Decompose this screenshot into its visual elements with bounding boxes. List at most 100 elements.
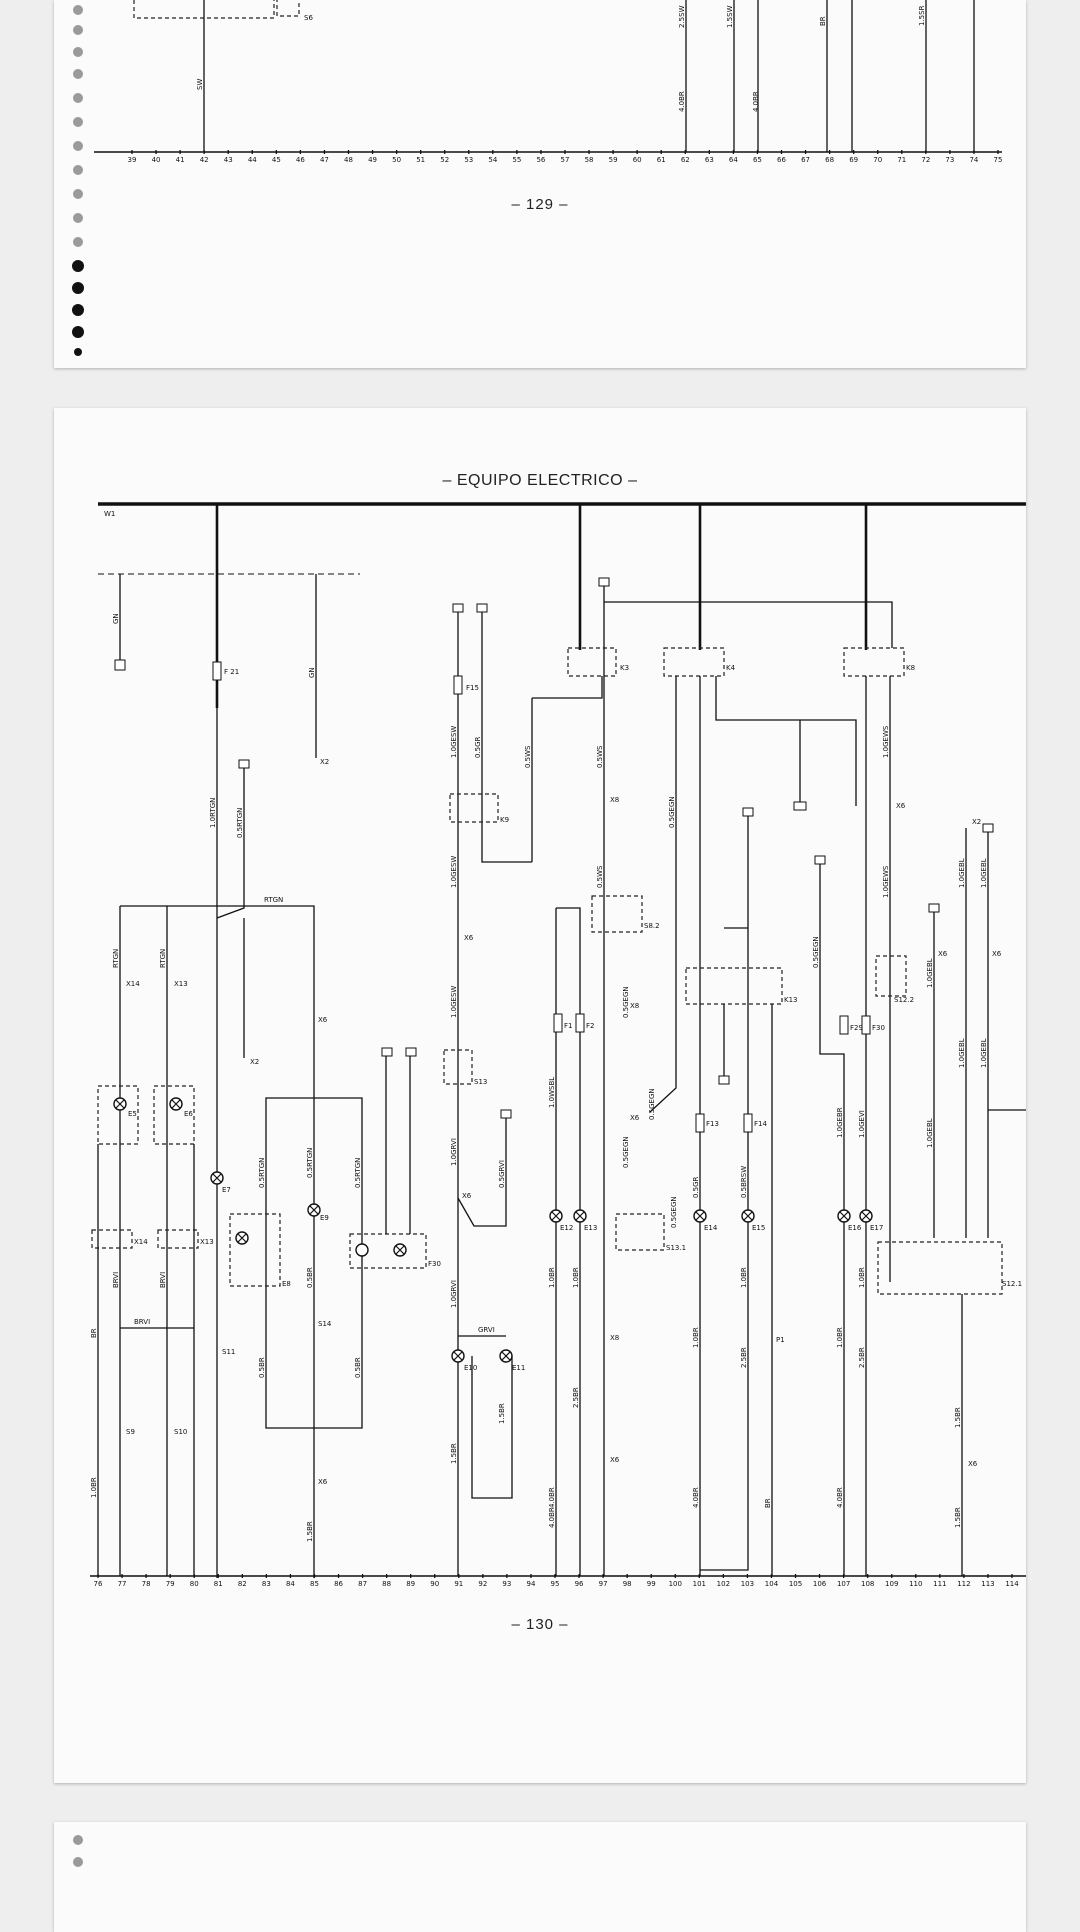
svg-text:F30: F30 [428,1260,441,1268]
svg-text:K4: K4 [726,664,736,672]
terminal-number: 83 [262,1580,271,1588]
terminal-number: 74 [969,156,978,164]
svg-text:0.5WS: 0.5WS [596,745,604,768]
svg-text:0.5GEGN: 0.5GEGN [648,1088,656,1120]
svg-text:X6: X6 [610,1456,620,1464]
svg-text:E11: E11 [512,1364,525,1372]
svg-text:X2: X2 [320,758,329,766]
terminal-number: 41 [176,156,185,164]
svg-text:0.5BR: 0.5BR [354,1357,362,1378]
svg-text:GRVI: GRVI [478,1326,495,1334]
svg-text:X6: X6 [462,1192,472,1200]
terminal-number: 98 [623,1580,632,1588]
svg-text:SW: SW [196,79,204,90]
terminal-number: 91 [454,1580,463,1588]
terminal-number: 53 [464,156,473,164]
terminal-number: 84 [286,1580,295,1588]
svg-text:1.0GESW: 1.0GESW [450,726,458,758]
terminal-number: 64 [729,156,738,164]
svg-text:RTGN: RTGN [159,949,167,968]
terminal-number: 102 [717,1580,730,1588]
svg-text:0.5GR: 0.5GR [474,736,482,758]
svg-text:0.5WS: 0.5WS [524,745,532,768]
svg-text:4.0BR: 4.0BR [548,1507,556,1528]
svg-text:S12.1: S12.1 [1002,1280,1022,1288]
svg-text:4.0BR: 4.0BR [678,91,686,112]
svg-text:BRVI: BRVI [112,1272,120,1288]
svg-text:BRVI: BRVI [134,1318,150,1326]
svg-text:0.5RTGN: 0.5RTGN [258,1158,266,1188]
svg-text:1.0BR: 1.0BR [836,1327,844,1348]
svg-text:E16: E16 [848,1224,862,1232]
svg-text:4.0BR: 4.0BR [836,1487,844,1508]
terminal-number: 51 [416,156,425,164]
wiring-diagram: W1 GN F 21 1.0RTGN GN X2 0.5RTGN RTGN RT… [90,502,1026,1588]
svg-text:K13: K13 [784,996,798,1004]
svg-text:1.0RTGN: 1.0RTGN [209,798,217,828]
page-header: – EQUIPO ELECTRICO – [442,472,638,489]
svg-text:GN: GN [112,613,120,624]
label-s6: S6 [304,14,313,22]
svg-text:S11: S11 [222,1348,235,1356]
svg-text:1.5BR: 1.5BR [498,1403,506,1424]
svg-text:1.0BR: 1.0BR [692,1327,700,1348]
svg-text:E7: E7 [222,1186,231,1194]
terminal-number: 88 [382,1580,391,1588]
terminal-number: 81 [214,1580,223,1588]
svg-text:BR: BR [90,1328,98,1338]
terminal-number: 46 [296,156,305,164]
svg-text:1.0GEWS: 1.0GEWS [882,865,890,898]
svg-text:0.5GR: 0.5GR [692,1176,700,1198]
svg-text:X6: X6 [464,934,474,942]
svg-text:1.0BR: 1.0BR [548,1267,556,1288]
terminal-number: 50 [392,156,401,164]
terminal-number: 72 [921,156,930,164]
page-number: – 129 – [511,196,569,213]
svg-text:1.0WSBL: 1.0WSBL [548,1077,556,1108]
document-page-next [54,1822,1026,1932]
terminal-number: 94 [526,1580,535,1588]
terminal-number: 93 [502,1580,511,1588]
svg-text:0.5BR: 0.5BR [306,1267,314,1288]
svg-text:0.5WS: 0.5WS [596,865,604,888]
svg-text:0.5BRSW: 0.5BRSW [740,1166,748,1198]
svg-text:X14: X14 [134,1238,148,1246]
svg-text:S8.2: S8.2 [644,922,660,930]
svg-text:E13: E13 [584,1224,597,1232]
svg-text:E17: E17 [870,1224,883,1232]
terminal-number: 82 [238,1580,247,1588]
terminal-number: 54 [488,156,497,164]
terminal-number: 56 [536,156,545,164]
svg-text:1.0GESW: 1.0GESW [450,986,458,1018]
svg-text:1.5SW: 1.5SW [726,5,734,28]
svg-text:S9: S9 [126,1428,135,1436]
terminal-number: 107 [837,1580,850,1588]
terminal-number: 66 [777,156,786,164]
svg-text:1.5SR: 1.5SR [918,5,926,26]
terminal-number: 76 [94,1580,103,1588]
terminal-number: 73 [945,156,954,164]
terminal-number: 49 [368,156,377,164]
svg-text:1.0BR: 1.0BR [740,1267,748,1288]
svg-text:0.5GRVI: 0.5GRVI [498,1160,506,1188]
terminal-number: 69 [849,156,858,164]
svg-text:E10: E10 [464,1364,477,1372]
terminal-number: 47 [320,156,329,164]
svg-text:0.5GEGN: 0.5GEGN [812,936,820,968]
svg-text:2.5SW: 2.5SW [678,5,686,28]
svg-text:0.5BR: 0.5BR [258,1357,266,1378]
terminal-number: 108 [861,1580,874,1588]
svg-text:X6: X6 [318,1478,328,1486]
svg-text:1.5BR: 1.5BR [954,1507,962,1528]
svg-text:0.5GEGN: 0.5GEGN [668,796,676,828]
svg-text:X14: X14 [126,980,140,988]
terminal-number: 45 [272,156,281,164]
terminal-number: 111 [933,1580,946,1588]
svg-text:X6: X6 [630,1114,640,1122]
terminal-number: 52 [440,156,449,164]
terminal-number: 97 [599,1580,608,1588]
terminal-number: 103 [741,1580,754,1588]
svg-text:1.5BR: 1.5BR [306,1521,314,1542]
svg-text:4.0BR: 4.0BR [548,1487,556,1508]
